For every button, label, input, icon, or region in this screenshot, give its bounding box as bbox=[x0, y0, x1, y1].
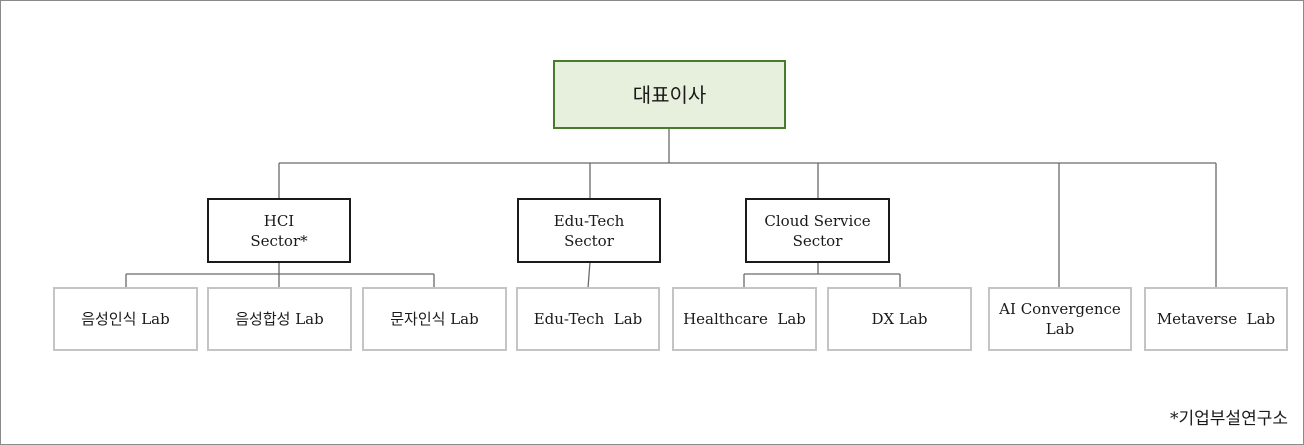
lab-label: 문자인식 Lab bbox=[390, 310, 479, 328]
lab-ai-convergence: AI Convergence Lab bbox=[988, 287, 1132, 351]
lab-character-recognition: 문자인식 Lab bbox=[362, 287, 507, 351]
ceo-box: 대표이사 bbox=[553, 60, 786, 129]
sector-cloud: Cloud Service Sector bbox=[745, 198, 890, 263]
sector-cloud-line1: Cloud Service bbox=[764, 211, 871, 230]
sector-hci-line2: Sector* bbox=[250, 231, 308, 250]
lab-edutech: Edu-Tech Lab bbox=[516, 287, 660, 351]
lab-label: Edu-Tech Lab bbox=[533, 310, 643, 328]
lab-label: Healthcare Lab bbox=[683, 310, 806, 328]
sector-hci: HCI Sector* bbox=[207, 198, 351, 263]
lab-speech-recognition: 음성인식 Lab bbox=[53, 287, 198, 351]
footnote: *기업부설연구소 bbox=[1170, 409, 1288, 429]
ceo-label: 대표이사 bbox=[632, 82, 707, 107]
lab-label: Metaverse Lab bbox=[1156, 310, 1276, 328]
sector-cloud-line2: Sector bbox=[792, 231, 843, 250]
lab-healthcare: Healthcare Lab bbox=[672, 287, 817, 351]
lab-label: 음성인식 Lab bbox=[81, 310, 170, 328]
sector-edutech: Edu-Tech Sector bbox=[517, 198, 661, 263]
lab-label: AI Convergence bbox=[999, 300, 1121, 318]
lab-label: 음성합성 Lab bbox=[235, 310, 324, 328]
connector-to-lab-4 bbox=[587, 261, 591, 289]
lab-speech-synthesis: 음성합성 Lab bbox=[207, 287, 352, 351]
sector-hci-line1: HCI bbox=[263, 211, 295, 230]
lab-metaverse: Metaverse Lab bbox=[1144, 287, 1288, 351]
lab-dx: DX Lab bbox=[827, 287, 972, 351]
lab-label-2: Lab bbox=[1045, 320, 1075, 338]
sector-edutech-line2: Sector bbox=[564, 231, 614, 250]
sector-edutech-line1: Edu-Tech bbox=[553, 211, 625, 230]
lab-label: DX Lab bbox=[871, 310, 928, 328]
